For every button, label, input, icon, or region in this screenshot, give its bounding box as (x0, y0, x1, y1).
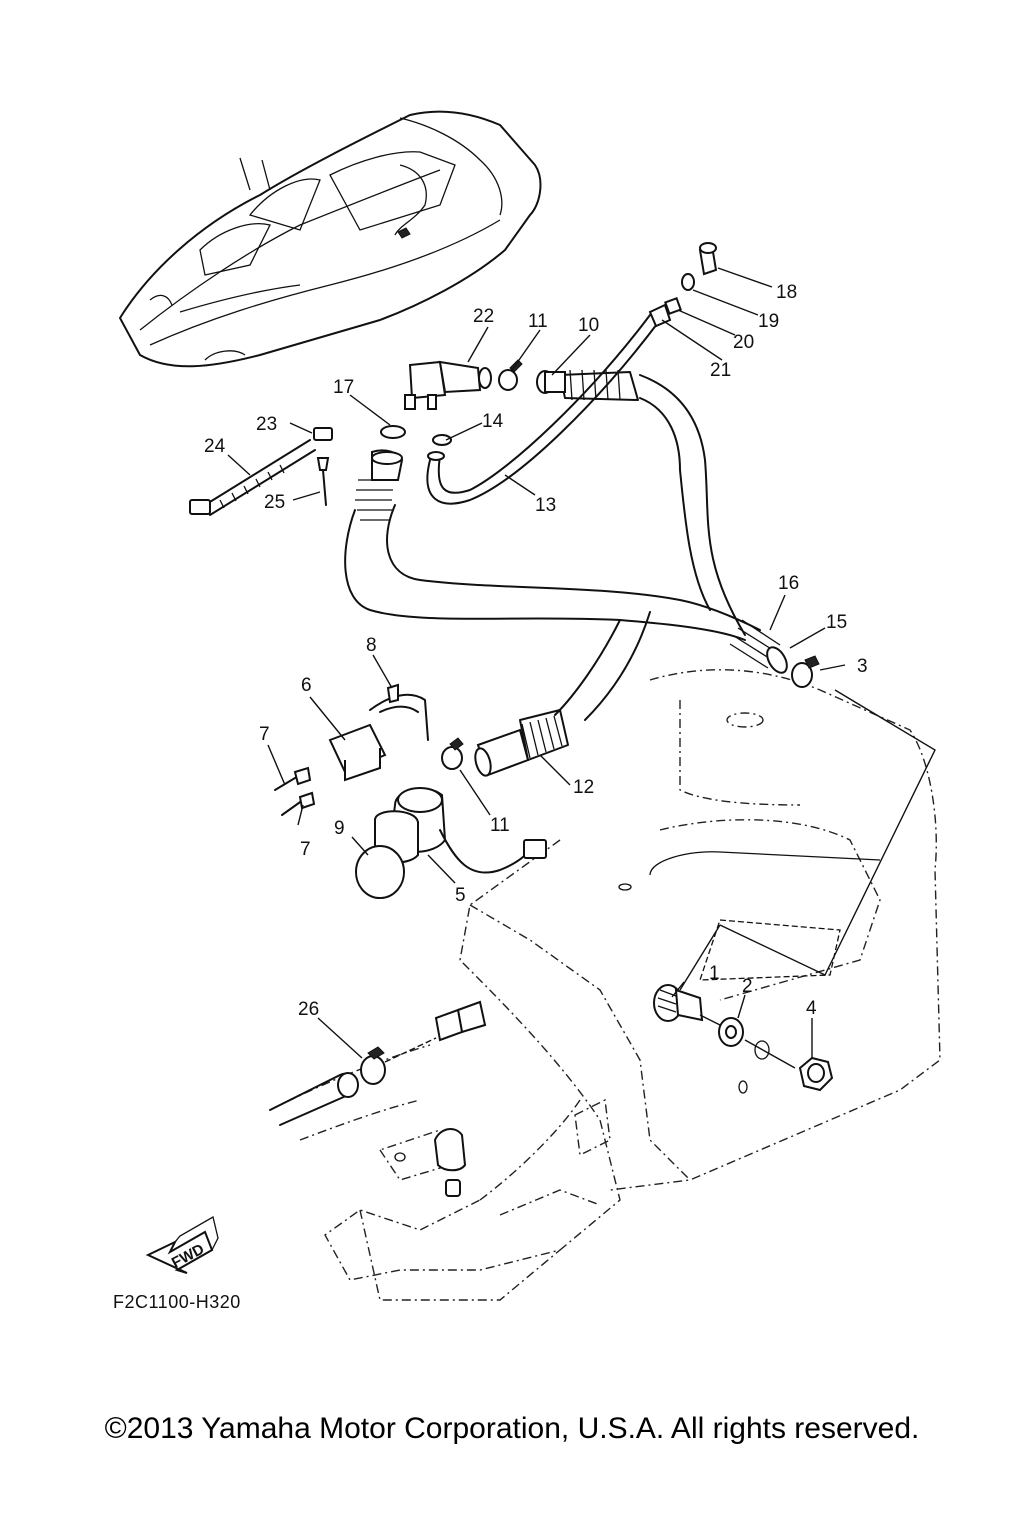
outlet-fitting (653, 984, 834, 1092)
callout-20: 20 (733, 332, 754, 353)
callout-2: 2 (742, 976, 753, 997)
callout-24: 24 (204, 436, 226, 457)
callout-14: 14 (482, 411, 504, 432)
callout-8: 8 (366, 635, 377, 656)
callout-1: 1 (709, 963, 720, 984)
drain-pipe (269, 1000, 487, 1126)
bilge-pump (274, 683, 547, 899)
callout-3: 3 (857, 656, 868, 677)
leader-lines (227, 267, 846, 1059)
vent-fittings (648, 242, 718, 328)
tie-wrap (189, 427, 333, 516)
callout-7-lower: 7 (300, 839, 311, 860)
callout-26: 26 (298, 999, 319, 1020)
hose-13 (426, 314, 661, 505)
watercraft-overview (119, 110, 542, 368)
callout-15: 15 (826, 612, 847, 633)
callout-11-upper: 11 (528, 311, 548, 332)
callout-6: 6 (301, 675, 312, 696)
callout-23: 23 (256, 414, 277, 435)
callout-21: 21 (710, 360, 731, 381)
callout-12: 12 (573, 777, 594, 798)
diagram-code: F2C1100-H320 (113, 1292, 241, 1312)
forward-arrow: FWD (145, 1216, 219, 1274)
callout-5: 5 (455, 885, 466, 906)
callout-18: 18 (776, 282, 797, 303)
callout-19: 19 (758, 311, 779, 332)
callout-17: 17 (333, 377, 354, 398)
callout-4: 4 (806, 998, 817, 1019)
callout-9: 9 (334, 818, 345, 839)
callout-11-lower: 11 (490, 815, 510, 836)
access-frame (649, 689, 936, 991)
callout-7-upper: 7 (259, 724, 270, 745)
elbow-fitting-22 (404, 360, 492, 410)
main-hose (344, 369, 788, 777)
callout-22: 22 (473, 306, 494, 327)
callout-10: 10 (578, 315, 599, 336)
callout-25: 25 (264, 492, 285, 513)
copyright-notice: ©2013 Yamaha Motor Corporation, U.S.A. A… (104, 1412, 920, 1445)
callout-16: 16 (778, 573, 799, 594)
callout-labels: 1 2 3 4 5 6 7 7 8 9 10 11 11 12 13 14 15… (204, 282, 868, 1020)
hose-clamps (360, 359, 820, 1085)
callout-13: 13 (535, 495, 556, 516)
